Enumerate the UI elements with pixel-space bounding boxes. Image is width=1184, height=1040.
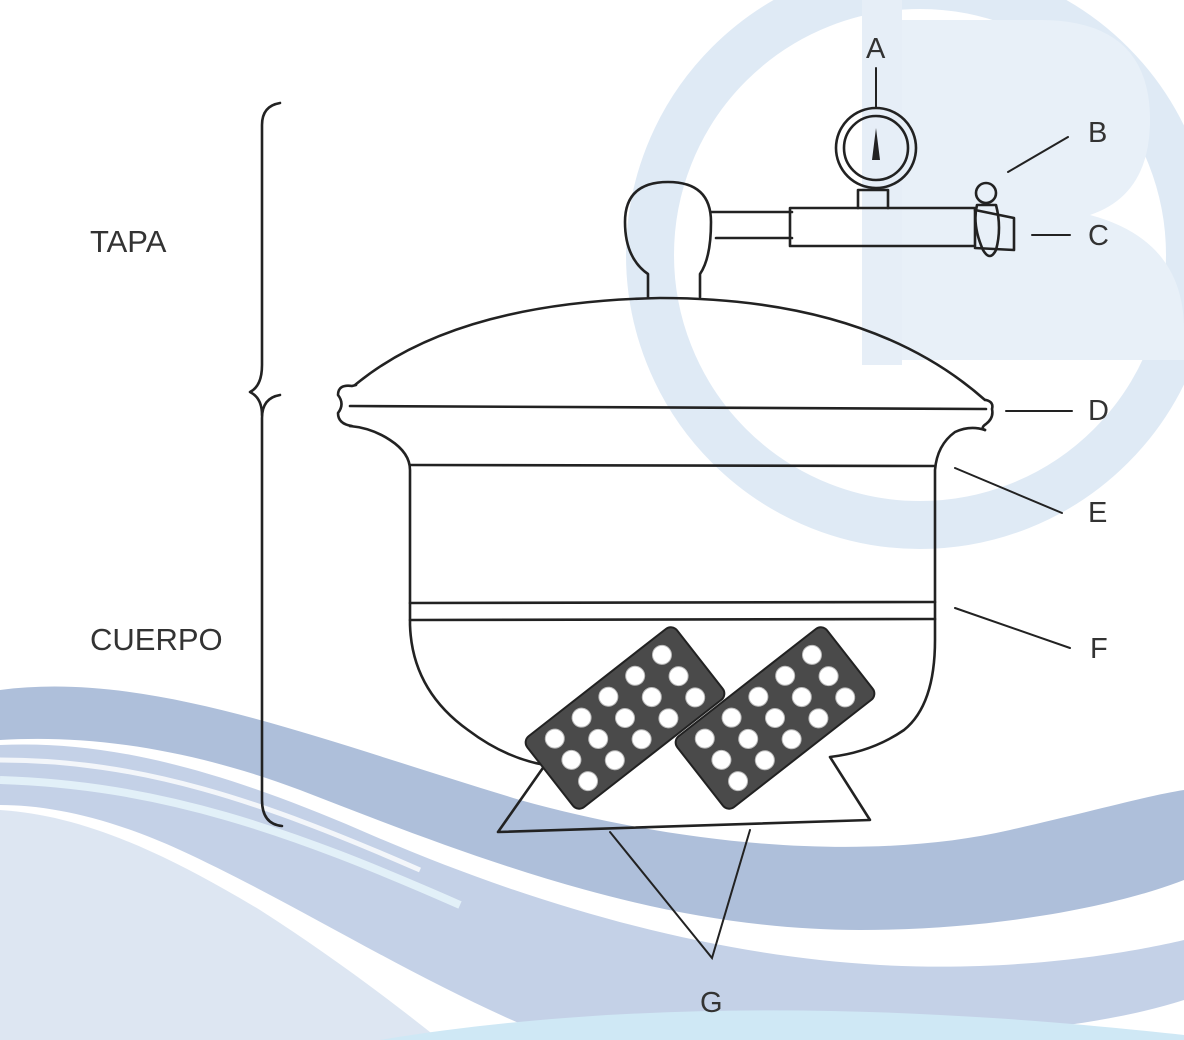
tablet bbox=[711, 749, 732, 770]
tablet bbox=[765, 708, 785, 728]
tablet bbox=[754, 750, 775, 771]
tablet bbox=[808, 708, 829, 729]
tablet bbox=[658, 708, 679, 729]
body-outline bbox=[348, 424, 987, 834]
tablet bbox=[721, 707, 742, 728]
tablet bbox=[588, 728, 609, 749]
tablet bbox=[631, 729, 652, 750]
tablet bbox=[571, 707, 592, 728]
gauge-stem bbox=[856, 188, 890, 210]
tablet bbox=[651, 644, 672, 665]
pressure-gauge-icon bbox=[834, 106, 918, 190]
lid-knob bbox=[623, 180, 713, 299]
tablet bbox=[641, 687, 662, 708]
tablet bbox=[775, 665, 796, 686]
lid-bracket bbox=[248, 101, 282, 417]
tablet bbox=[835, 687, 856, 708]
tablet bbox=[625, 665, 646, 686]
tablet-grid bbox=[694, 644, 856, 792]
tablet bbox=[738, 728, 759, 749]
leader-f bbox=[954, 607, 1071, 649]
tablet bbox=[615, 708, 635, 728]
blister-pack-right bbox=[674, 626, 876, 810]
label-a: A bbox=[866, 33, 886, 65]
tablet bbox=[801, 644, 822, 665]
valve-assembly bbox=[709, 181, 1016, 258]
label-c: C bbox=[1088, 220, 1109, 252]
tablet bbox=[791, 687, 812, 708]
tablet bbox=[728, 771, 749, 792]
tablet bbox=[561, 749, 582, 770]
wave-band bbox=[0, 686, 1184, 1040]
valve-neck bbox=[709, 210, 794, 240]
watermark bbox=[626, 0, 1184, 549]
gauge-face bbox=[842, 114, 910, 182]
tablet bbox=[578, 771, 599, 792]
tablet bbox=[544, 728, 565, 749]
blister-pack-icon bbox=[524, 626, 876, 810]
watermark-letter-b bbox=[900, 20, 1184, 360]
label-cuerpo: CUERPO bbox=[90, 622, 223, 657]
body-top-edge bbox=[408, 463, 937, 468]
tablet bbox=[604, 750, 625, 771]
label-g: G bbox=[700, 987, 723, 1019]
knob-outline bbox=[623, 180, 713, 299]
leader-e bbox=[954, 467, 1063, 514]
rim-flange bbox=[336, 383, 994, 432]
tablet bbox=[781, 729, 802, 750]
lid-dome bbox=[353, 296, 987, 402]
wave-cyan-band bbox=[380, 1010, 1184, 1040]
tablet bbox=[685, 687, 706, 708]
stopcock-handle bbox=[973, 208, 1016, 252]
label-f: F bbox=[1090, 633, 1108, 665]
watermark-ring bbox=[626, 0, 1184, 549]
leader-g bbox=[609, 829, 751, 961]
tablet bbox=[598, 686, 619, 707]
stopcock-plug bbox=[974, 203, 1001, 258]
gauge-needle bbox=[872, 128, 880, 160]
tablet bbox=[818, 666, 839, 687]
wave-dark bbox=[0, 686, 1184, 930]
blister-pack-left bbox=[524, 626, 726, 810]
wave-streak-2 bbox=[0, 776, 462, 909]
label-e: E bbox=[1088, 497, 1107, 529]
desiccant-plate bbox=[408, 600, 937, 622]
tablet bbox=[748, 686, 769, 707]
label-tapa: TAPA bbox=[90, 224, 167, 259]
tablet bbox=[668, 666, 689, 687]
wave-light bbox=[0, 810, 440, 1040]
label-d: D bbox=[1088, 395, 1109, 427]
wave-streak-1 bbox=[0, 757, 422, 873]
vent-knob bbox=[974, 181, 998, 205]
tablet bbox=[694, 728, 715, 749]
body-bracket bbox=[260, 393, 284, 828]
tablet-grid bbox=[544, 644, 706, 792]
label-b: B bbox=[1088, 117, 1107, 149]
leader-b bbox=[1007, 136, 1069, 173]
